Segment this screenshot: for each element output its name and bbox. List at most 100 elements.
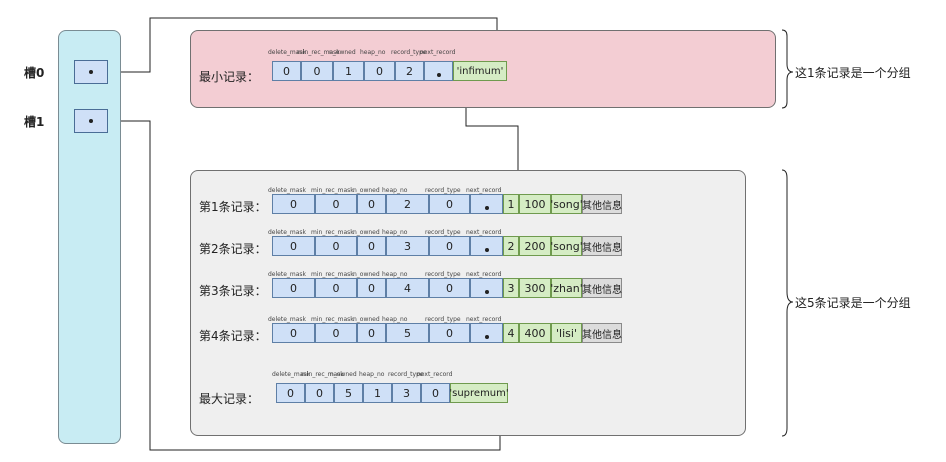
record-3-field-min_rec_mask: 0 [315,278,357,298]
record-4-data-3: 其他信息 [582,323,622,343]
record-4-field-min_rec_mask: 0 [315,323,357,343]
record-4-next-pointer-dot [484,335,489,339]
record-5-field-delete_mask: 0 [276,383,305,403]
record-4-header-record_type: record_type [425,316,461,323]
record-3-field-n_owned: 0 [357,278,386,298]
brace-group1 [781,29,794,109]
record-4-field-delete_mask: 0 [272,323,315,343]
record-2-next-pointer-dot [484,248,489,252]
record-1-header-heap_no: heap_no [382,187,408,194]
record-0-header-min_rec_mask: min_rec_mask [297,49,340,56]
record-4-field-record_type: 0 [429,323,470,343]
record-3-data-3: 其他信息 [582,278,622,298]
group1-brace-label: 这1条记录是一个分组 [795,66,911,80]
record-1-data-0: 1 [503,194,519,214]
record-2-field-min_rec_mask: 0 [315,236,357,256]
record-3-header-delete_mask: delete_mask [268,271,307,278]
record-5-field-heap_no: 1 [363,383,392,403]
record-3-label: 第3条记录： [199,284,267,298]
record-1-data-2: 'song' [550,194,583,214]
record-5-field-next_record: 0 [421,383,450,403]
record-4-label: 第4条记录： [199,329,267,343]
record-4-header-n_owned: n_owned [353,316,380,323]
record-3-next-pointer-dot [484,290,489,294]
record-0-next-pointer-dot [436,73,441,77]
record-1-next-pointer-dot [484,206,489,210]
record-0-header-record_type: record_type [391,49,427,56]
record-1-header-record_type: record_type [425,187,461,194]
record-5-header-min_rec_mask: min_rec_mask [301,371,344,378]
record-1-data-1: 100 [519,194,551,214]
record-5-field-min_rec_mask: 0 [305,383,334,403]
record-5-data-0: 'supremum' [449,383,509,403]
record-2-field-next_record [470,236,503,256]
record-1-field-record_type: 0 [429,194,470,214]
slot1-pointer-dot [89,119,93,123]
record-4-field-n_owned: 0 [357,323,386,343]
record-4-data-1: 400 [519,323,551,343]
record-1-field-next_record [470,194,503,214]
record-3-header-min_rec_mask: min_rec_mask [311,271,354,278]
record-0-field-delete_mask: 0 [272,61,301,81]
record-0-field-next_record [424,61,453,81]
slot0-box[interactable] [74,60,108,84]
record-3-field-heap_no: 4 [386,278,429,298]
record-0-header-heap_no: heap_no [360,49,386,56]
record-2-header-next_record: next_record [466,229,502,236]
record-1-header-next_record: next_record [466,187,502,194]
record-0-header-n_owned: n_owned [329,49,356,56]
record-0-header-next_record: next_record [420,49,456,56]
record-2-data-0: 2 [503,236,519,256]
record-1-data-3: 其他信息 [582,194,622,214]
record-2-label: 第2条记录： [199,242,267,256]
record-5-label: 最大记录： [199,392,260,406]
record-1-field-heap_no: 2 [386,194,429,214]
record-3-header-n_owned: n_owned [353,271,380,278]
record-4-data-2: 'lisi' [551,323,582,343]
record-4-header-min_rec_mask: min_rec_mask [311,316,354,323]
record-4-data-0: 4 [503,323,519,343]
record-0-label: 最小记录： [199,70,260,84]
group2-brace-label: 这5条记录是一个分组 [795,296,911,310]
record-2-header-delete_mask: delete_mask [268,229,307,236]
record-4-header-next_record: next_record [466,316,502,323]
record-5-header-n_owned: n_owned [330,371,357,378]
record-1-header-min_rec_mask: min_rec_mask [311,187,354,194]
record-1-field-n_owned: 0 [357,194,386,214]
record-5-header-delete_mask: delete_mask [272,371,311,378]
record-3-field-delete_mask: 0 [272,278,315,298]
record-3-data-2: 'zhan' [550,278,583,298]
record-0-field-n_owned: 1 [333,61,364,81]
record-0-header-delete_mask: delete_mask [268,49,307,56]
record-3-field-record_type: 0 [429,278,470,298]
record-2-header-heap_no: heap_no [382,229,408,236]
record-1-field-delete_mask: 0 [272,194,315,214]
brace-group2 [781,169,794,437]
record-0-field-heap_no: 0 [364,61,395,81]
record-1-header-delete_mask: delete_mask [268,187,307,194]
page-directory [58,30,121,444]
record-5-field-n_owned: 5 [334,383,363,403]
record-5-header-next_record: next_record [417,371,453,378]
record-2-field-delete_mask: 0 [272,236,315,256]
record-2-field-n_owned: 0 [357,236,386,256]
record-2-data-2: 'song' [550,236,583,256]
record-3-field-next_record [470,278,503,298]
record-1-label: 第1条记录： [199,200,267,214]
record-2-header-min_rec_mask: min_rec_mask [311,229,354,236]
record-2-field-record_type: 0 [429,236,470,256]
record-4-field-next_record [470,323,503,343]
record-3-header-record_type: record_type [425,271,461,278]
record-2-data-3: 其他信息 [582,236,622,256]
record-0-field-min_rec_mask: 0 [301,61,333,81]
record-5-field-record_type: 3 [392,383,421,403]
record-3-data-1: 300 [519,278,551,298]
slot1-pointer-line [91,120,503,451]
record-2-data-1: 200 [519,236,551,256]
record-1-field-min_rec_mask: 0 [315,194,357,214]
record-2-field-heap_no: 3 [386,236,429,256]
record-2-header-n_owned: n_owned [353,229,380,236]
record-0-data-0: 'infimum' [453,61,507,81]
record-5-header-heap_no: heap_no [359,371,385,378]
record-3-header-next_record: next_record [466,271,502,278]
